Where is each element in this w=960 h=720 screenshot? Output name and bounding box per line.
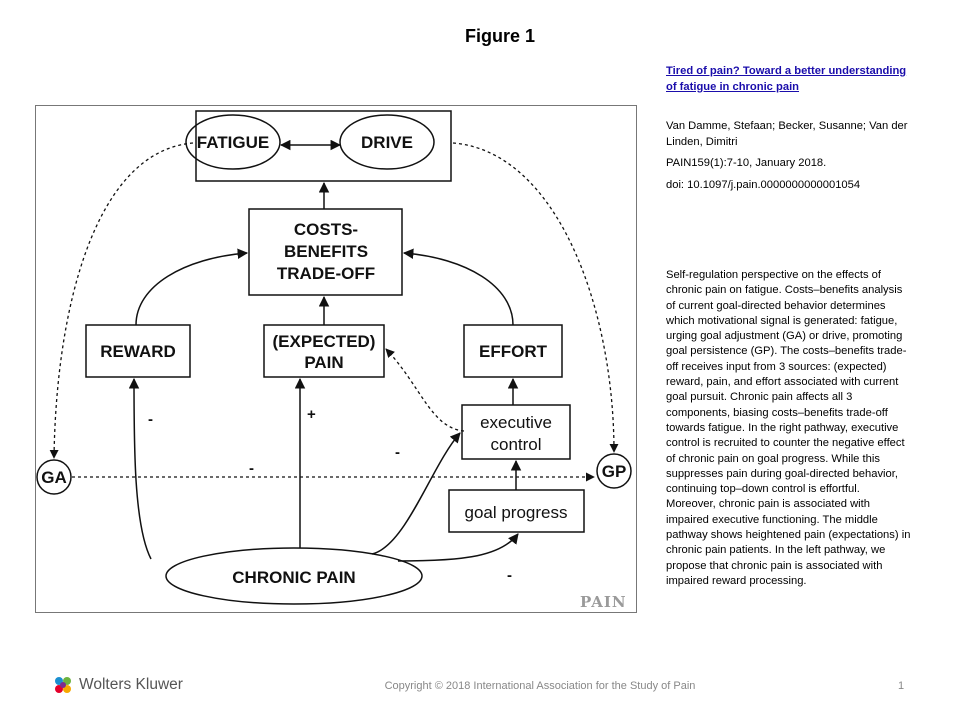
goal-progress-label: goal progress (464, 503, 567, 522)
ga-circle (36, 459, 72, 495)
publisher-name: Wolters Kluwer (79, 676, 183, 693)
chronic-pain-ellipse (165, 547, 423, 605)
fatigue-to-ga-dashed (49, 142, 194, 459)
costs-label-line1: COSTS- (294, 220, 358, 239)
effort-label: EFFORT (479, 342, 548, 361)
page-number: 1 (898, 680, 905, 692)
pain-label-line1: (EXPECTED) (273, 332, 376, 351)
figure-caption: Self-regulation perspective on the effec… (666, 269, 911, 587)
diagram-frame: FATIGUE DRIVE COSTS- BENEFITS TRADE-OFF … (35, 105, 637, 613)
executive-label-line1: executive (480, 413, 552, 432)
chronic-to-executive-arrow (371, 432, 461, 555)
costs-label-line3: TRADE-OFF (277, 264, 375, 283)
copyright-notice: Copyright © 2018 International Associati… (384, 680, 696, 692)
wolters-kluwer-logo-icon (55, 677, 71, 693)
executive-control-box (461, 404, 571, 460)
article-citation: PAIN159(1):7-10, January 2018. (666, 157, 827, 170)
figure-title: Figure 1 (464, 26, 535, 46)
pain-sign: + (307, 406, 316, 423)
reward-box (85, 324, 191, 378)
diagram-svg: FATIGUE DRIVE COSTS- BENEFITS TRADE-OFF … (36, 110, 632, 611)
drive-label: DRIVE (361, 133, 413, 152)
publisher-logo: Wolters Kluwer (52, 674, 183, 696)
effort-to-costs-arrow (402, 248, 514, 326)
costs-label-line2: BENEFITS (284, 242, 368, 261)
reward-to-costs-arrow (135, 248, 249, 326)
fatigue-label: FATIGUE (197, 133, 269, 152)
goal-progress-sign: - (507, 567, 512, 584)
sign-labels: - + - - - (148, 406, 512, 584)
article-info: Tired of pain? Toward a better understan… (666, 64, 911, 194)
reward-label: REWARD (100, 342, 176, 361)
executive-to-pain-dashed (385, 348, 465, 432)
reward-sign: - (148, 411, 153, 428)
gp-circle (596, 453, 632, 489)
article-doi: doi: 10.1097/j.pain.0000000000001054 (666, 178, 861, 191)
chronic-to-goal-arrow (397, 533, 519, 562)
pain-label-line2: PAIN (304, 353, 343, 372)
article-title-link[interactable]: Tired of pain? Toward a better understan… (666, 65, 907, 93)
article-authors: Van Damme, Stefaan; Becker, Susanne; Van… (666, 120, 908, 148)
chronic-pain-label: CHRONIC PAIN (232, 568, 355, 587)
drive-to-gp-dashed (452, 142, 619, 453)
executive-sign: - (395, 444, 400, 461)
node-labels: FATIGUE DRIVE COSTS- BENEFITS TRADE-OFF … (41, 133, 626, 587)
fatigue-drive-box (195, 110, 452, 182)
chronic-to-reward-arrow (128, 377, 152, 560)
gp-label: GP (602, 462, 627, 481)
journal-watermark: PAIN (580, 593, 627, 611)
costs-benefits-box (248, 208, 403, 296)
ga-label: GA (41, 468, 67, 487)
executive-label-line2: control (490, 435, 541, 454)
ga-sign: - (249, 460, 254, 477)
